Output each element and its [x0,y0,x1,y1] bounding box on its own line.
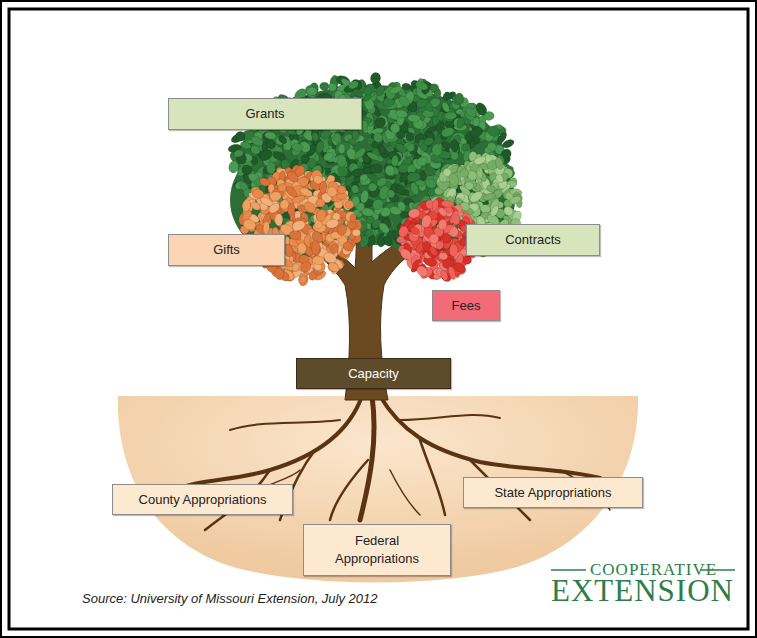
inner-frame [9,9,748,629]
label-text: Grants [245,105,284,123]
label-box: County Appropriations [112,484,293,515]
source-note: Source: University of Missouri Extension… [82,591,378,606]
label-text: Gifts [213,241,240,259]
label-text: Contracts [505,231,561,249]
label-text: County Appropriations [139,491,267,509]
logo-text: EXTENSION [551,575,734,606]
label-box: State Appropriations [463,477,643,508]
label-box: Grants [168,98,362,130]
logo-rule [551,569,586,571]
label-text: Capacity [348,365,399,383]
label-box: Fees [432,290,500,321]
label-text: Federal Appropriations [312,532,442,567]
label-box: Federal Appropriations [303,524,451,576]
label-box: Gifts [168,234,285,266]
label-box: Capacity [296,358,451,389]
label-text: State Appropriations [494,484,611,502]
label-text: Fees [452,297,481,315]
label-box: Contracts [466,224,600,256]
